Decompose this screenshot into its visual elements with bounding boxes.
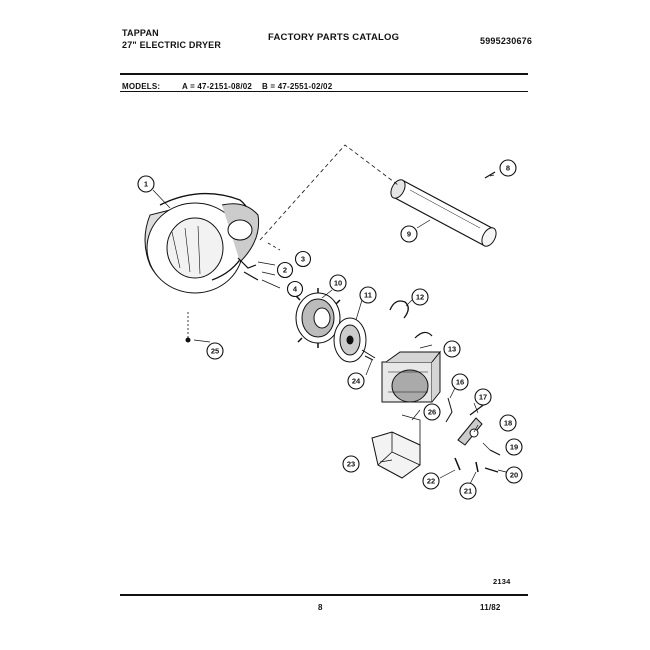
svg-text:18: 18	[504, 419, 512, 428]
svg-text:11: 11	[364, 291, 372, 300]
callout-26: 26	[423, 403, 441, 421]
svg-text:24: 24	[352, 377, 361, 386]
callout-17: 17	[474, 388, 492, 406]
motor-mount-part	[371, 414, 421, 479]
svg-text:23: 23	[347, 460, 355, 469]
svg-text:9: 9	[407, 230, 411, 239]
screw-part	[454, 457, 461, 471]
part-number: 5995230676	[480, 36, 533, 46]
bolt-part	[475, 461, 479, 473]
callout-2: 2	[276, 261, 294, 279]
callout-11: 11	[359, 286, 377, 304]
callout-1: 1	[137, 175, 155, 193]
callout-8: 8	[499, 159, 517, 177]
svg-text:17: 17	[479, 393, 487, 402]
header-rule-bottom	[120, 91, 528, 92]
model-b: B = 47-2551-02/02	[262, 82, 333, 91]
callout-4: 4	[286, 280, 304, 298]
callout-19: 19	[505, 438, 523, 456]
callout-3: 3	[294, 250, 312, 268]
svg-text:20: 20	[510, 471, 518, 480]
diagram-code: 2134	[493, 577, 511, 586]
callout-16: 16	[451, 373, 469, 391]
callout-25: 25	[206, 342, 224, 360]
blower-housing-part	[144, 192, 260, 294]
svg-text:12: 12	[416, 293, 424, 302]
idler-arm-part	[457, 399, 491, 446]
callout-21: 21	[459, 482, 477, 500]
exhaust-duct-part	[390, 179, 497, 247]
revision-date: 11/82	[480, 603, 501, 612]
page-number: 8	[318, 603, 323, 612]
brand-name: TAPPAN	[122, 28, 159, 38]
svg-text:13: 13	[448, 345, 456, 354]
footer-rule	[120, 594, 528, 596]
svg-text:25: 25	[211, 347, 219, 356]
motor-part	[381, 331, 442, 403]
callout-10: 10	[329, 274, 347, 292]
callout-18: 18	[499, 414, 517, 432]
svg-text:1: 1	[144, 180, 148, 189]
blower-wheel-part	[295, 288, 341, 348]
svg-text:3: 3	[301, 255, 305, 264]
pulley-disc-part	[333, 317, 376, 363]
product-name: 27" ELECTRIC DRYER	[122, 40, 222, 50]
callout-22: 22	[422, 472, 440, 490]
svg-text:19: 19	[510, 443, 518, 452]
svg-text:2: 2	[283, 266, 287, 275]
svg-text:16: 16	[456, 378, 464, 387]
catalog-title: FACTORY PARTS CATALOG	[268, 32, 400, 43]
svg-text:10: 10	[334, 279, 342, 288]
callout-12: 12	[411, 288, 429, 306]
svg-text:22: 22	[427, 477, 435, 486]
header-rule-top	[120, 73, 528, 75]
svg-text:4: 4	[293, 285, 298, 294]
callout-13: 13	[443, 340, 461, 358]
callout-9: 9	[400, 225, 418, 243]
models-label: MODELS:	[122, 82, 161, 91]
svg-text:8: 8	[506, 164, 510, 173]
clip-part	[389, 300, 409, 319]
callout-24: 24	[347, 372, 365, 390]
callout-20: 20	[505, 466, 523, 484]
svg-text:26: 26	[428, 408, 436, 417]
callout-23: 23	[342, 455, 360, 473]
model-a: A = 47-2151-08/02	[182, 82, 253, 91]
svg-text:21: 21	[464, 487, 472, 496]
spring-part	[445, 397, 453, 423]
